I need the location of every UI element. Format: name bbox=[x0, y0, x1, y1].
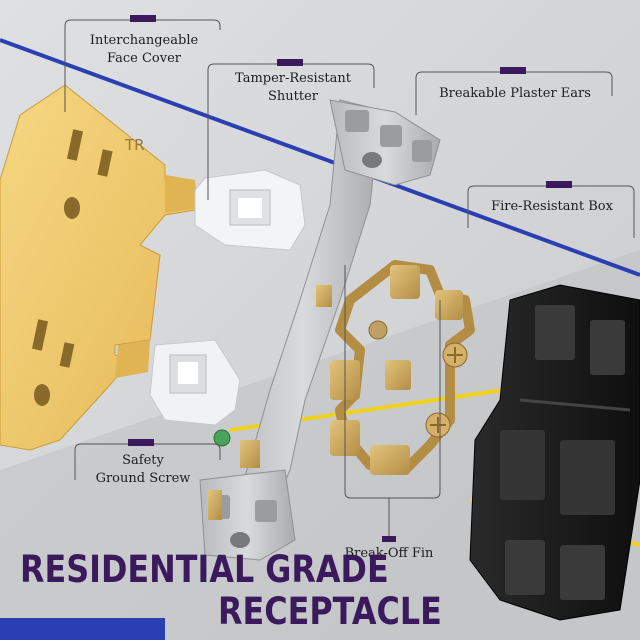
callout-plaster-ears-label: Breakable Plaster Ears bbox=[439, 86, 591, 101]
tamper-resistant-shutter-lower bbox=[149, 339, 241, 426]
callout-ground-line1: Safety bbox=[122, 453, 164, 468]
callout-plaster-ears: Breakable Plaster Ears bbox=[430, 85, 600, 103]
callout-face-cover-line1: Interchangeable bbox=[89, 33, 199, 48]
callout-fire-box: Fire-Resistant Box bbox=[482, 198, 622, 216]
callout-face-cover-line2: Face Cover bbox=[106, 51, 182, 66]
callout-tamper-shutter: Tamper-Resistant Shutter bbox=[228, 70, 358, 106]
plaster-ears-marker bbox=[500, 67, 526, 74]
callout-markers bbox=[128, 15, 572, 542]
callout-face-cover: Interchangeable Face Cover bbox=[84, 32, 204, 68]
tamper-resistant-shutter-upper bbox=[194, 169, 306, 251]
face-cover bbox=[0, 84, 198, 451]
callout-fire-box-label: Fire-Resistant Box bbox=[491, 199, 613, 214]
callout-break-off-fin-label: Break-Off Fin bbox=[344, 546, 434, 561]
callout-break-off-fin: Break-Off Fin bbox=[334, 545, 444, 563]
faceplate-tr-mark: TR bbox=[124, 136, 145, 154]
title-line1: RESIDENTIAL GRADE bbox=[20, 548, 389, 591]
mounting-strap bbox=[199, 99, 441, 561]
blue-footer-bar bbox=[0, 618, 165, 640]
face-cover-marker bbox=[130, 15, 156, 22]
fire-box-marker bbox=[546, 181, 572, 188]
callout-shutter-line1: Tamper-Resistant bbox=[235, 71, 351, 86]
callout-ground-screw: Safety Ground Screw bbox=[88, 452, 198, 488]
break-off-fin-marker bbox=[382, 536, 396, 542]
callout-shutter-line2: Shutter bbox=[267, 89, 318, 104]
fire-resistant-box bbox=[469, 284, 640, 621]
shutter-marker bbox=[277, 59, 303, 66]
title-line2: RECEPTACLE bbox=[218, 590, 442, 633]
callout-ground-line2: Ground Screw bbox=[95, 471, 191, 486]
blue-stripe bbox=[0, 38, 640, 277]
ground-screw-marker bbox=[128, 439, 154, 446]
